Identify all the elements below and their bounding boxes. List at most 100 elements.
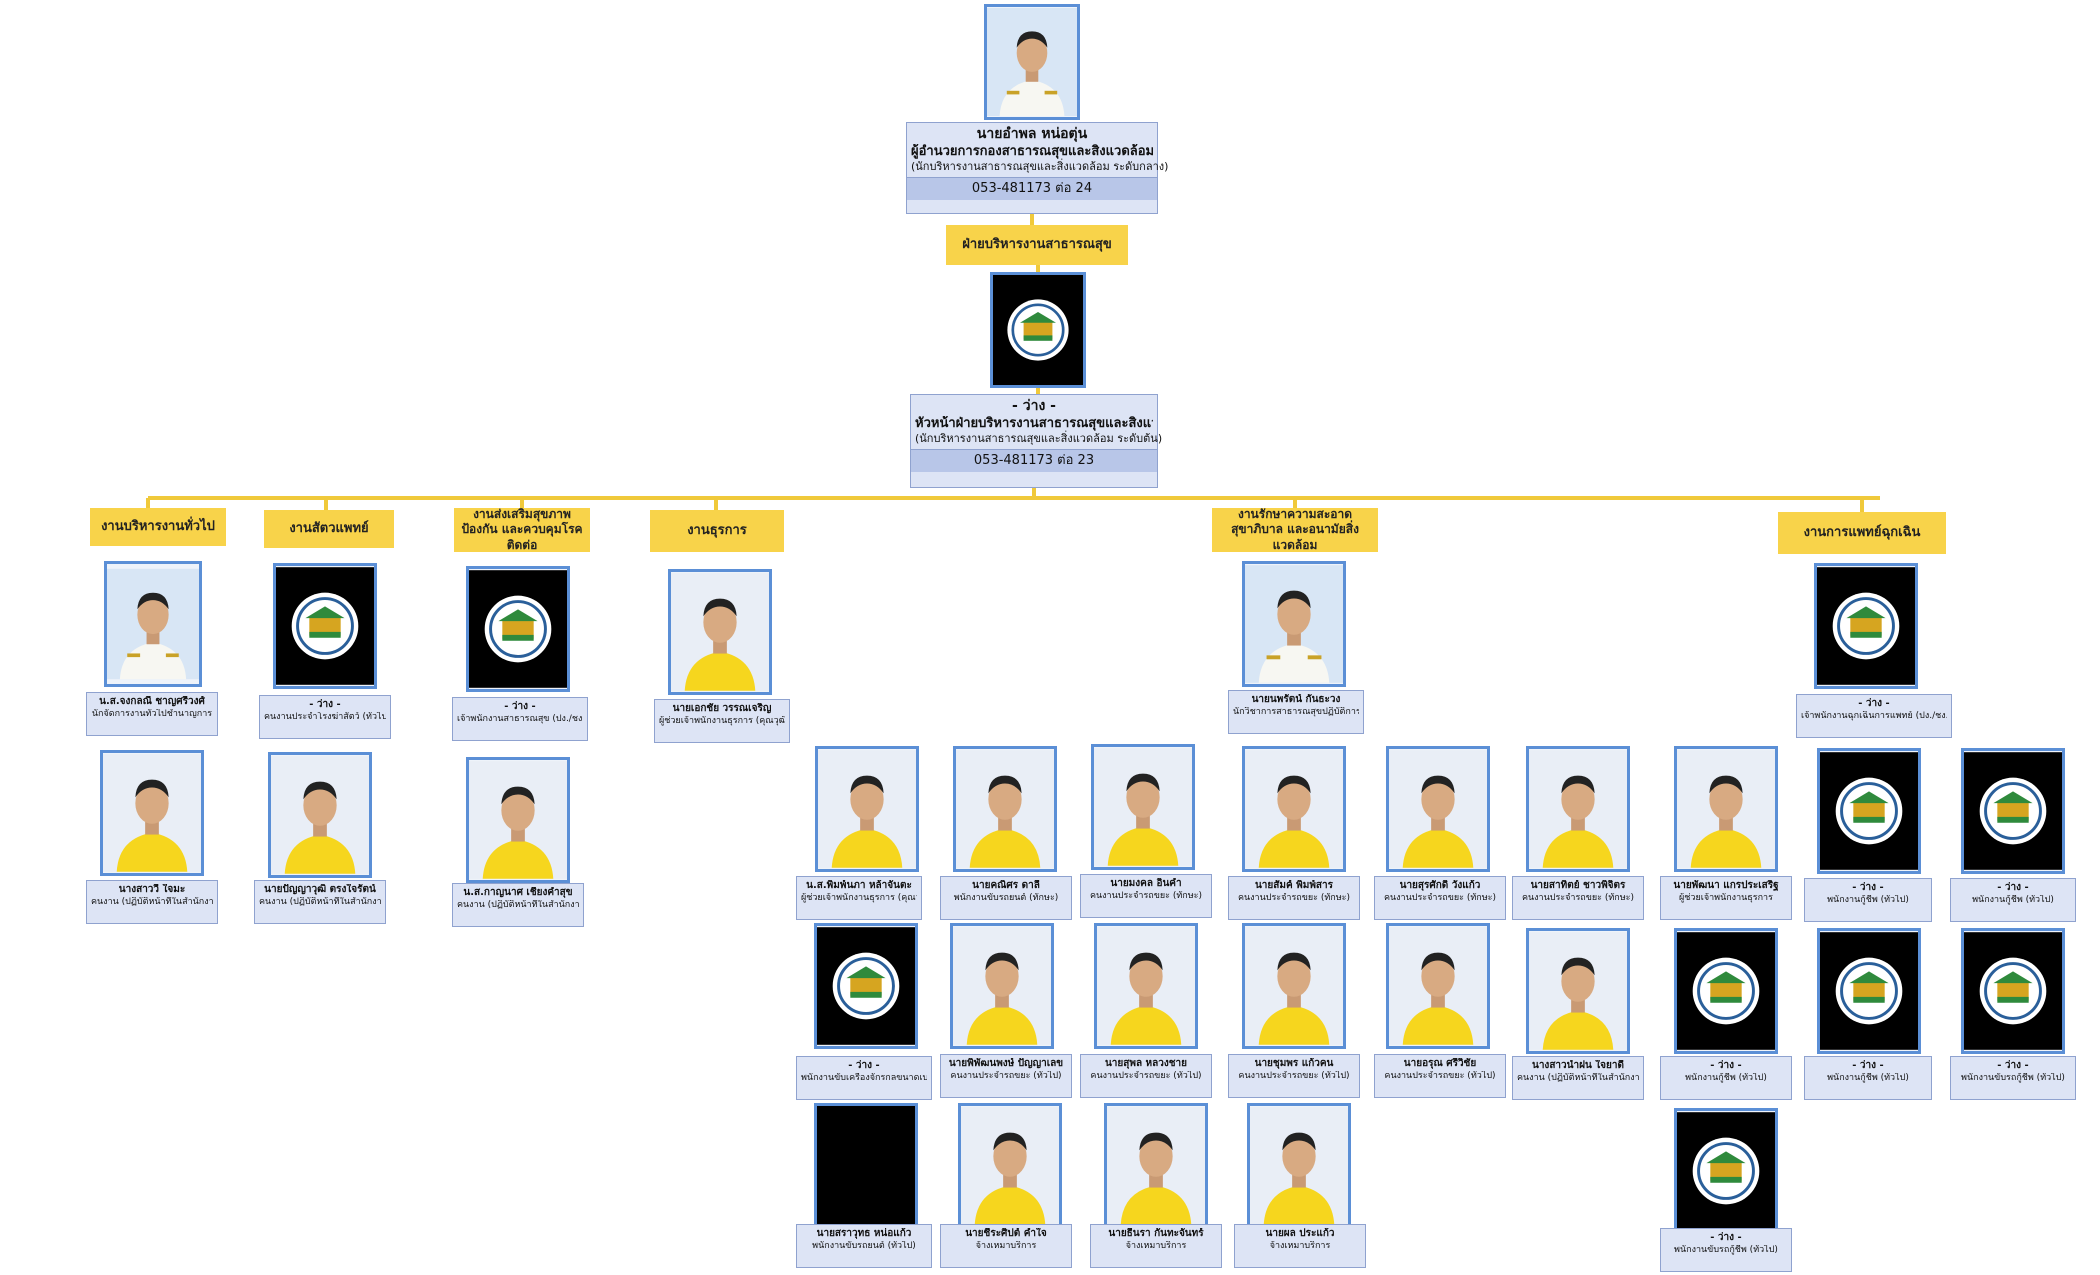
staff-name: นายพิพัฒนพงษ์ ปัญญาเลข [948, 1058, 1064, 1069]
staff-label: น.ส.จงกลณี ชาญศรีวงศ์นักจัดการงานทั่วไปช… [86, 692, 218, 736]
staff-position: พนักงานขับเครื่องจักรกลขนาดเบา (ทักษะ) [801, 1072, 927, 1083]
connector-lines [146, 214, 1880, 512]
staff-position: จ้างเหมาบริการ [975, 1240, 1037, 1251]
staff-name: นายธีนรา กันทะจันทร์ [1108, 1228, 1204, 1239]
staff-position: คนงาน (ปฏิบัติหน้าที่ในสำนักงาน) [91, 896, 213, 907]
staff-label: นายคณิศร ดาลีพนักงานขับรถยนต์ (ทักษะ) [940, 876, 1072, 920]
staff-photo [1674, 1108, 1778, 1234]
staff-photo [1247, 1103, 1351, 1229]
staff-name: นายอรุณ ศรีวิชัย [1403, 1058, 1477, 1069]
dept-clerical: งานธุรการ [650, 510, 784, 552]
person-photo-icon [961, 1107, 1059, 1225]
staff-label: นางสาวน้ำฝน ใจยาดีคนงาน (ปฏิบัติหน้าที่ใ… [1512, 1056, 1644, 1100]
staff-position: จ้างเหมาบริการ [1125, 1240, 1187, 1251]
staff-photo [466, 757, 570, 883]
staff-label: - ว่าง -เจ้าพนักงานสาธารณสุข (ปง./ชง.) [452, 697, 588, 741]
person-photo-icon [953, 927, 1051, 1045]
dept-emergency: งานการแพทย์ฉุกเฉิน [1778, 512, 1946, 554]
staff-name: นายผล ประแก้ว [1265, 1228, 1335, 1239]
staff-photo [668, 569, 772, 695]
staff-position: คนงาน (ปฏิบัติหน้าที่ในสำนักงาน) [1517, 1072, 1639, 1083]
staff-position: พนักงานกู้ชีพ (ทั่วไป) [1972, 894, 2054, 905]
municipal-seal-icon [1817, 567, 1915, 685]
staff-position: คนงานประจำรถขยะ (ทั่วไป) [1090, 1070, 1202, 1081]
person-photo-icon [1245, 750, 1343, 868]
staff-name: นายสุรศักดิ์ วังแก้ว [1399, 880, 1481, 891]
person-photo-icon [1245, 565, 1343, 683]
staff-position: พนักงานขับรถยนต์ (ทักษะ) [953, 892, 1059, 903]
staff-label: - ว่าง -พนักงานกู้ชีพ (ทั่วไป) [1804, 878, 1932, 922]
staff-label: นายชุมพร แก้วคนคนงานประจำรถขยะ (ทั่วไป) [1228, 1054, 1360, 1098]
person-photo-icon [1097, 927, 1195, 1045]
staff-position: จ้างเหมาบริการ [1269, 1240, 1331, 1251]
staff-label: - ว่าง -พนักงานขับรถกู้ชีพ (ทั่วไป) [1950, 1056, 2076, 1100]
director-name: นายอำพล หน่อตุ่น [976, 126, 1088, 142]
staff-photo [1817, 748, 1921, 874]
division-head-level: (นักบริหารงานสาธารณสุขและสิ่งแวดล้อม ระด… [915, 431, 1163, 445]
staff-label: นายพัฒนา แกรประเสริฐผู้ช่วยเจ้าพนักงานธุ… [1660, 876, 1792, 920]
staff-name: นายนพรัตน์ กันธะวง [1251, 694, 1341, 705]
staff-position: พนักงานขับรถกู้ชีพ (ทั่วไป) [1961, 1072, 2065, 1083]
municipal-seal-icon [276, 567, 374, 685]
division-head-photo [990, 272, 1086, 388]
staff-position: พนักงานกู้ชีพ (ทั่วไป) [1827, 894, 1909, 905]
staff-position: เจ้าพนักงานฉุกเฉินการแพทย์ (ปง./ชง.) [1801, 710, 1947, 721]
staff-label: - ว่าง -เจ้าพนักงานฉุกเฉินการแพทย์ (ปง./… [1796, 694, 1952, 738]
staff-label: น.ส.พิมพ์นภา หล้าจันตะผู้ช่วยเจ้าพนักงาน… [796, 876, 922, 920]
staff-photo [1242, 561, 1346, 687]
staff-label: - ว่าง -พนักงานกู้ชีพ (ทั่วไป) [1950, 878, 2076, 922]
staff-name: - ว่าง - [309, 699, 341, 710]
staff-photo [1094, 923, 1198, 1049]
staff-name: นายมงคล อิ่นคำ [1110, 878, 1182, 889]
person-photo-icon [1389, 927, 1487, 1045]
staff-photo [814, 923, 918, 1049]
municipal-seal-icon [817, 927, 915, 1045]
staff-label: - ว่าง -พนักงานขับรถกู้ชีพ (ทั่วไป) [1660, 1228, 1792, 1272]
dept-health-promotion: งานส่งเสริมสุขภาพ ป้องกัน และควบคุมโรคติ… [454, 507, 590, 552]
person-photo-icon [818, 750, 916, 868]
municipal-seal-icon [1820, 752, 1918, 870]
person-photo-icon [1529, 932, 1627, 1050]
staff-photo [1674, 928, 1778, 1054]
person-photo-icon [271, 756, 369, 874]
staff-label: - ว่าง -พนักงานกู้ชีพ (ทั่วไป) [1804, 1056, 1932, 1100]
staff-name: - ว่าง - [1852, 882, 1884, 893]
staff-position: นักจัดการงานทั่วไปชำนาญการ [91, 708, 213, 719]
staff-photo [815, 746, 919, 872]
staff-label: นายผล ประแก้วจ้างเหมาบริการ [1234, 1224, 1366, 1268]
staff-photo [1526, 746, 1630, 872]
person-photo-icon [987, 8, 1077, 116]
staff-position: ผู้ช่วยเจ้าพนักงานธุรการ (คุณวุฒิ) [659, 715, 785, 726]
staff-name: นายสัมค์ พิมพ์สาร [1254, 880, 1334, 891]
staff-name: นายชุมพร แก้วคน [1254, 1058, 1334, 1069]
director-level: (นักบริหารงานสาธารณสุขและสิ่งแวดล้อม ระด… [911, 159, 1169, 173]
municipal-seal-icon [1677, 932, 1775, 1050]
staff-position: พนักงานขับรถยนต์ (ทั่วไป) [812, 1240, 916, 1251]
municipal-seal-icon [993, 276, 1083, 384]
staff-label: - ว่าง -คนงานประจำโรงฆ่าสัตว์ (ทั่วไป) [259, 695, 391, 739]
staff-position: คนงานประจำรถขยะ (ทั่วไป) [1384, 1070, 1496, 1081]
person-photo-icon [671, 573, 769, 691]
staff-position: คนงานประจำรถขยะ (ทั่วไป) [950, 1070, 1062, 1081]
division-title: ฝ่ายบริหารงานสาธารณสุข [946, 225, 1128, 265]
staff-label: นายเอกชัย วรรณเจริญผู้ช่วยเจ้าพนักงานธุร… [654, 699, 790, 743]
staff-photo [104, 561, 202, 687]
staff-photo [1526, 928, 1630, 1054]
staff-label: นายธีนรา กันทะจันทร์จ้างเหมาบริการ [1090, 1224, 1222, 1268]
staff-name: - ว่าง - [1852, 1060, 1884, 1071]
staff-photo [1091, 744, 1195, 870]
staff-position: ผู้ช่วยเจ้าพนักงานธุรการ [1679, 892, 1773, 903]
staff-label: นายนพรัตน์ กันธะวงนักวิชาการสาธารณสุขปฏิ… [1228, 690, 1364, 734]
division-head-label: - ว่าง - หัวหน้าฝ่ายบริหารงานสาธารณสุขแล… [910, 394, 1163, 488]
staff-name: - ว่าง - [1710, 1232, 1742, 1243]
staff-photo [1961, 748, 2065, 874]
staff-position: คนงานประจำรถขยะ (ทักษะ) [1089, 890, 1203, 901]
staff-label: นายมงคล อิ่นคำคนงานประจำรถขยะ (ทักษะ) [1080, 874, 1212, 918]
staff-photo [1814, 563, 1918, 689]
staff-photo [1104, 1103, 1208, 1229]
staff-position: คนงานประจำโรงฆ่าสัตว์ (ทั่วไป) [264, 711, 386, 722]
staff-photo [1242, 746, 1346, 872]
staff-label: นายสุพล หลวงชายคนงานประจำรถขยะ (ทั่วไป) [1080, 1054, 1212, 1098]
staff-label: นายสาทิตย์ ชาวพิจิตรคนงานประจำรถขยะ (ทัก… [1512, 876, 1644, 920]
